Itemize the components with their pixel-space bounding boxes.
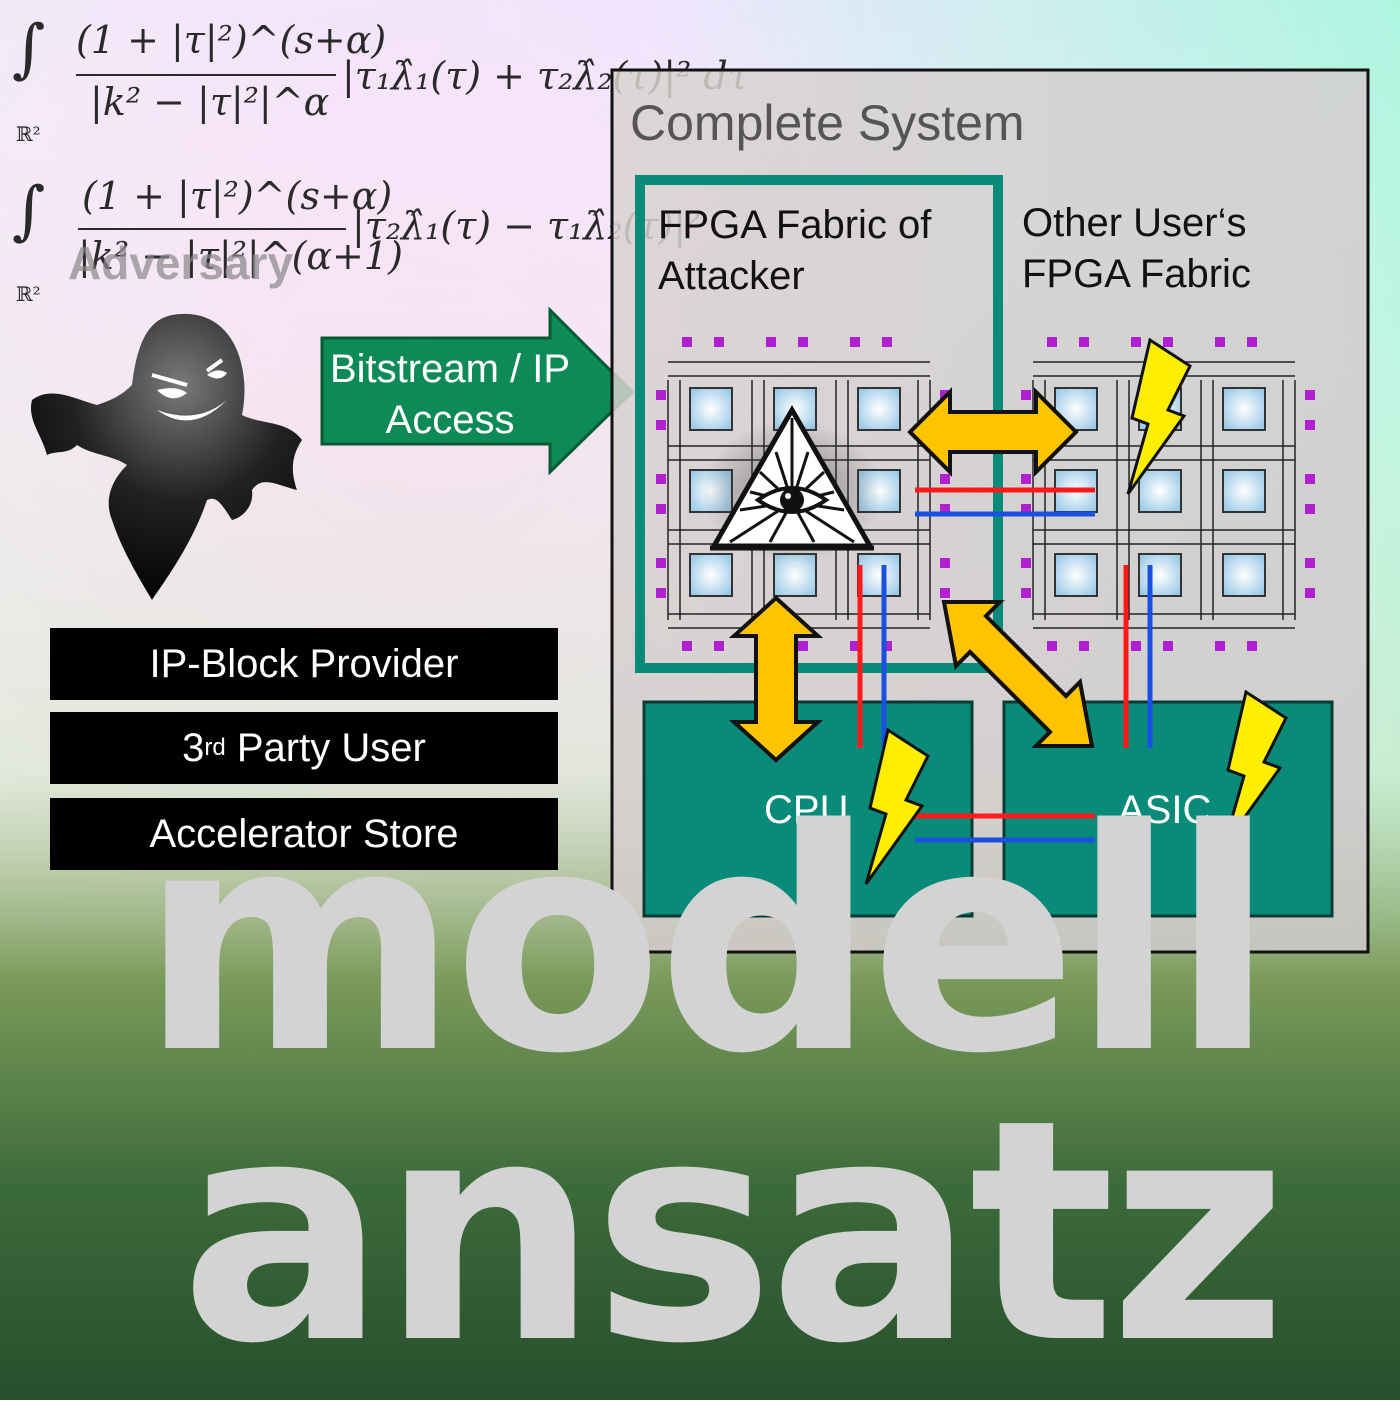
io-pin bbox=[656, 474, 666, 484]
fraction-bar bbox=[78, 228, 346, 230]
lightning-bolt-icon bbox=[864, 728, 930, 885]
io-pin bbox=[940, 504, 950, 514]
io-pin bbox=[1021, 504, 1031, 514]
io-pin bbox=[882, 337, 892, 347]
role-accelerator-store: Accelerator Store bbox=[50, 798, 558, 870]
io-pin bbox=[940, 558, 950, 568]
io-pin bbox=[1305, 504, 1315, 514]
io-pin bbox=[1021, 558, 1031, 568]
role-label: IP-Block Provider bbox=[149, 641, 459, 686]
io-pin bbox=[798, 337, 808, 347]
ghost-icon bbox=[30, 313, 302, 600]
integral-domain: ℝ² bbox=[16, 282, 41, 306]
io-pin bbox=[850, 641, 860, 651]
io-pin bbox=[1021, 588, 1031, 598]
logic-cell bbox=[689, 553, 733, 597]
role-label-number: 3 bbox=[182, 725, 205, 770]
formula-numerator: (1 + |τ|²)^(s+α) bbox=[82, 174, 393, 218]
io-pin bbox=[1079, 641, 1089, 651]
logic-cell bbox=[1138, 553, 1182, 597]
bitstream-arrow bbox=[320, 306, 635, 476]
io-pin bbox=[656, 558, 666, 568]
logic-cell bbox=[857, 387, 901, 431]
formula-denominator: |k² − |τ|²|^(α+1) bbox=[78, 234, 403, 278]
logic-cell bbox=[1222, 553, 1266, 597]
integral-sign: ∫ bbox=[12, 174, 46, 248]
formula-denominator: |k² − |τ|²|^α bbox=[90, 80, 330, 124]
logic-cell bbox=[1222, 469, 1266, 513]
io-pin bbox=[1079, 337, 1089, 347]
io-pin bbox=[682, 641, 692, 651]
role-label-rest: Party User bbox=[225, 725, 426, 770]
io-pin bbox=[940, 588, 950, 598]
logic-cell bbox=[689, 387, 733, 431]
logic-cell bbox=[1222, 387, 1266, 431]
io-pin bbox=[656, 504, 666, 514]
io-pin bbox=[1215, 641, 1225, 651]
io-pin bbox=[1047, 641, 1057, 651]
brand-word-modell: modell bbox=[140, 765, 1275, 1121]
integral-domain: ℝ² bbox=[16, 122, 41, 146]
other-fabric-label: Other User‘s FPGA Fabric bbox=[1022, 201, 1251, 296]
all-seeing-eye-icon bbox=[702, 404, 882, 562]
io-pin bbox=[714, 337, 724, 347]
formula-1: ∫ ℝ² (1 + |τ|²)^(s+α) |k² − |τ|²|^α |τ₁λ… bbox=[12, 12, 772, 152]
role-label-sup: rd bbox=[204, 734, 226, 761]
fraction-bar bbox=[76, 74, 336, 76]
io-pin bbox=[1021, 390, 1031, 400]
io-pin bbox=[656, 390, 666, 400]
io-pin bbox=[766, 337, 776, 347]
attacker-fabric-label: FPGA Fabric of Attacker bbox=[658, 203, 932, 298]
io-pin bbox=[656, 588, 666, 598]
role-ip-block-provider: IP-Block Provider bbox=[50, 628, 558, 700]
logic-cell bbox=[1054, 553, 1098, 597]
formula-numerator: (1 + |τ|²)^(s+α) bbox=[76, 18, 387, 62]
io-pin bbox=[1021, 474, 1031, 484]
adversary-label: Adversary bbox=[68, 237, 294, 289]
io-pin bbox=[1163, 641, 1173, 651]
io-pin bbox=[1305, 588, 1315, 598]
io-pin bbox=[1247, 641, 1257, 651]
io-pin bbox=[1305, 390, 1315, 400]
bitstream-arrow-label: Bitstream / IP Access bbox=[329, 347, 571, 442]
lightning-bolt-icon bbox=[1222, 690, 1288, 847]
io-pin bbox=[850, 337, 860, 347]
io-pin bbox=[656, 420, 666, 430]
io-pin bbox=[1215, 337, 1225, 347]
io-pin bbox=[1247, 337, 1257, 347]
lightning-bolt-icon bbox=[1126, 338, 1192, 495]
io-pin bbox=[940, 474, 950, 484]
io-pin bbox=[682, 337, 692, 347]
io-pin bbox=[1305, 558, 1315, 568]
io-pin bbox=[1047, 337, 1057, 347]
io-pin bbox=[1131, 337, 1141, 347]
io-pin bbox=[1131, 641, 1141, 651]
io-pin bbox=[1305, 474, 1315, 484]
cpu-label: CPU bbox=[764, 788, 849, 832]
io-pin bbox=[714, 641, 724, 651]
io-pin bbox=[798, 641, 808, 651]
integral-sign: ∫ bbox=[12, 12, 46, 86]
asic-label: ASIC bbox=[1118, 788, 1212, 832]
brand-word-ansatz: ansatz bbox=[180, 1055, 1287, 1411]
io-pin bbox=[882, 641, 892, 651]
role-label: Accelerator Store bbox=[149, 811, 459, 856]
io-pin bbox=[1305, 420, 1315, 430]
logic-cell bbox=[1138, 469, 1182, 513]
io-pin bbox=[1163, 337, 1173, 347]
system-title: Complete System bbox=[630, 95, 1025, 151]
